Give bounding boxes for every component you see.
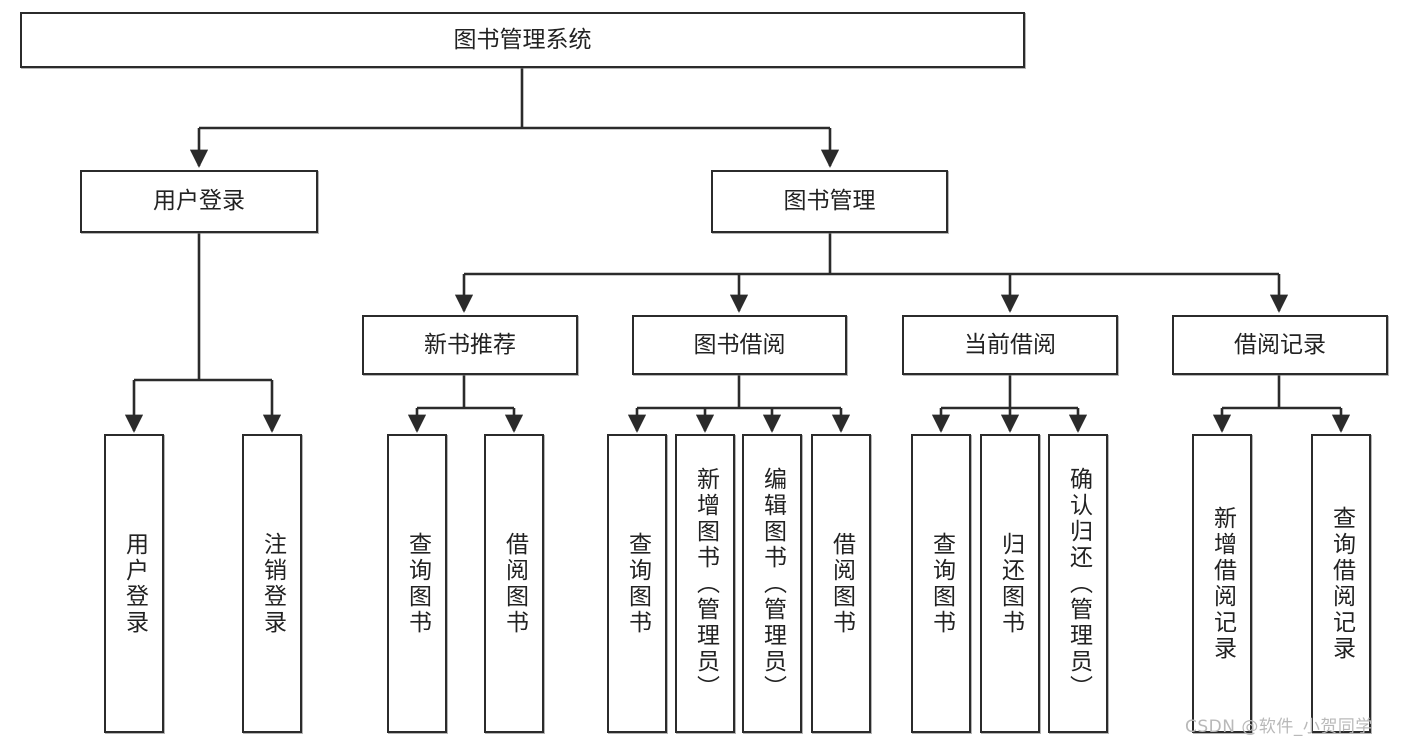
leaf-borrow-record-1[interactable]: 新增借阅记录 bbox=[1192, 434, 1252, 733]
leaf-book-borrow-1[interactable]: 查询图书 bbox=[607, 434, 667, 733]
leaf-current-borrow-2[interactable]: 归还图书 bbox=[980, 434, 1040, 733]
leaf-current-borrow-1[interactable]: 查询图书 bbox=[911, 434, 971, 733]
node-book-manage-label: 图书管理 bbox=[783, 188, 876, 215]
leaf-new-book-rec-2[interactable]: 借阅图书 bbox=[484, 434, 544, 733]
node-root[interactable]: 图书管理系统 bbox=[20, 12, 1025, 68]
leaf-user-login-1-label: 用户登录 bbox=[121, 531, 148, 636]
leaf-new-book-rec-2-label: 借阅图书 bbox=[501, 531, 528, 636]
leaf-borrow-record-2-label: 查询借阅记录 bbox=[1328, 505, 1355, 662]
node-book-borrow[interactable]: 图书借阅 bbox=[632, 315, 847, 375]
node-user-login-label: 用户登录 bbox=[153, 188, 245, 215]
leaf-book-borrow-4-label: 借阅图书 bbox=[828, 531, 855, 636]
node-borrow-record-label: 借阅记录 bbox=[1234, 331, 1326, 358]
leaf-current-borrow-2-label: 归还图书 bbox=[997, 531, 1024, 636]
leaf-book-borrow-3[interactable]: 编辑图书（管理员） bbox=[742, 434, 802, 733]
leaf-current-borrow-1-label: 查询图书 bbox=[928, 531, 955, 636]
node-user-login[interactable]: 用户登录 bbox=[80, 170, 318, 233]
leaf-current-borrow-3[interactable]: 确认归还（管理员） bbox=[1048, 434, 1108, 733]
leaf-new-book-rec-1-label: 查询图书 bbox=[404, 531, 431, 636]
node-current-borrow-label: 当前借阅 bbox=[964, 331, 1056, 358]
leaf-user-login-1[interactable]: 用户登录 bbox=[104, 434, 164, 733]
leaf-borrow-record-1-label: 新增借阅记录 bbox=[1209, 505, 1236, 662]
node-current-borrow[interactable]: 当前借阅 bbox=[902, 315, 1118, 375]
leaf-borrow-record-2[interactable]: 查询借阅记录 bbox=[1311, 434, 1371, 733]
leaf-current-borrow-3-label: 确认归还（管理员） bbox=[1065, 466, 1092, 701]
node-new-book-recommend[interactable]: 新书推荐 bbox=[362, 315, 578, 375]
leaf-user-login-2-label: 注销登录 bbox=[259, 531, 286, 636]
node-borrow-record[interactable]: 借阅记录 bbox=[1172, 315, 1388, 375]
leaf-book-borrow-2[interactable]: 新增图书（管理员） bbox=[675, 434, 735, 733]
leaf-book-borrow-1-label: 查询图书 bbox=[624, 531, 651, 636]
node-root-label: 图书管理系统 bbox=[453, 26, 592, 53]
node-book-borrow-label: 图书借阅 bbox=[693, 331, 786, 358]
leaf-new-book-rec-1[interactable]: 查询图书 bbox=[387, 434, 447, 733]
node-new-book-recommend-label: 新书推荐 bbox=[424, 331, 516, 358]
leaf-user-login-2[interactable]: 注销登录 bbox=[242, 434, 302, 733]
node-book-manage[interactable]: 图书管理 bbox=[711, 170, 948, 233]
leaf-book-borrow-2-label: 新增图书（管理员） bbox=[692, 466, 719, 701]
csdn-watermark: CSDN @软件_小贺同学 bbox=[1185, 717, 1373, 737]
leaf-book-borrow-3-label: 编辑图书（管理员） bbox=[759, 466, 786, 701]
leaf-book-borrow-4[interactable]: 借阅图书 bbox=[811, 434, 871, 733]
